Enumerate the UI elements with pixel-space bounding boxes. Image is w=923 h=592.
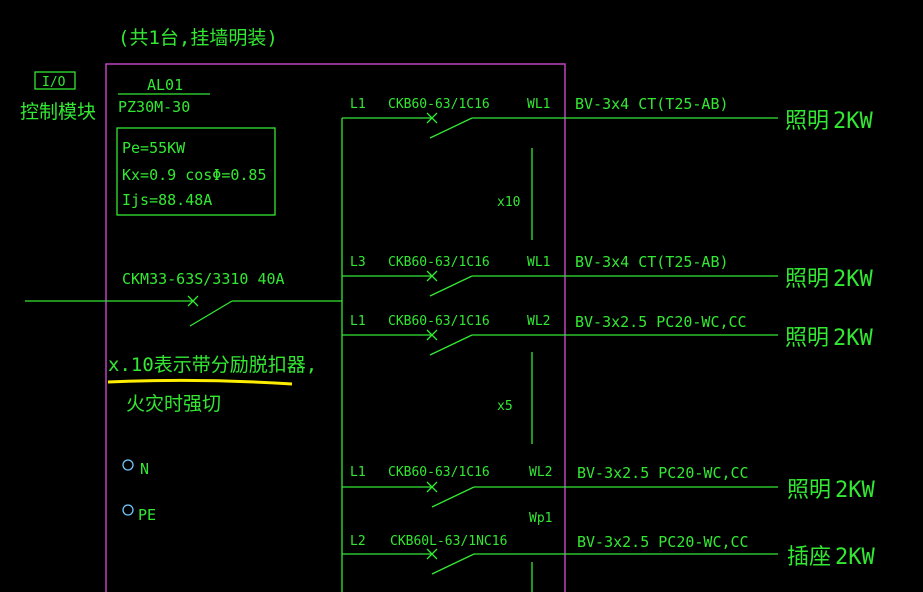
circuit-breaker-model: CKB60-63/1C16	[388, 255, 490, 270]
param-ijs: Ijs=88.48A	[122, 191, 212, 209]
param-pe: Pe=55KW	[122, 139, 186, 157]
terminal-pe-icon	[122, 504, 134, 516]
io-module-box	[34, 71, 76, 90]
breaker-blade	[431, 486, 475, 508]
circuit-id: Wp1	[529, 511, 552, 526]
breaker-cross-icon	[426, 481, 438, 493]
load-type: 照明	[785, 109, 829, 134]
circuit-row: L1 CKB60-63/1C16 WL1 BV-3x4 CT(T25-AB) 照…	[342, 95, 873, 139]
circuit-phase: L1	[350, 465, 366, 480]
circuit-id: WL2	[529, 465, 552, 480]
circuit-breaker-model: CKB60-63/1C16	[388, 97, 490, 112]
breaker-cross-icon	[426, 112, 438, 124]
breaker-cross-icon	[426, 548, 438, 560]
circuit-phase: L2	[350, 534, 366, 549]
panel-id: AL01	[147, 76, 183, 94]
circuit-phase: L1	[350, 314, 366, 329]
circuit-phase: L1	[350, 97, 366, 112]
multiplier-x10: x10	[497, 195, 520, 210]
main-breaker-label: CKM33-63S/3310 40A	[122, 270, 285, 288]
breaker-blade	[429, 275, 473, 297]
circuit-row: L1 CKB60-63/1C16 WL2 BV-3x2.5 PC20-WC,CC…	[342, 464, 875, 508]
main-breaker-blade	[189, 300, 233, 327]
load-power: 2KW	[835, 478, 875, 503]
breaker-cross-icon	[426, 329, 438, 341]
main-breaker-cross	[187, 295, 199, 307]
io-module-label: 控制模块	[20, 101, 96, 123]
circuit-phase: L3	[350, 255, 366, 270]
panel-model: PZ30M-30	[118, 98, 190, 116]
installation-note: (共1台,挂墙明装)	[118, 27, 278, 49]
circuit-cable: BV-3x4 CT(T25-AB)	[575, 253, 729, 271]
io-module-tag: I/O	[42, 75, 66, 90]
load-type: 照明	[785, 326, 829, 351]
terminal-n-label: N	[140, 460, 149, 478]
load-params-box	[116, 127, 276, 216]
circuit-row: L3 CKB60-63/1C16 WL1 BV-3x4 CT(T25-AB) 照…	[342, 253, 873, 297]
terminal-n-icon	[122, 459, 134, 471]
param-kx-cos: Kx=0.9 cosΦ=0.85	[122, 166, 267, 184]
note-highlight-stroke	[107, 378, 293, 386]
load-type: 照明	[785, 267, 829, 292]
breaker-blade	[429, 117, 473, 139]
circuit-cable: BV-3x2.5 PC20-WC,CC	[575, 313, 747, 331]
circuit-id: WL1	[527, 97, 550, 112]
load-power: 2KW	[833, 267, 873, 292]
load-type: 插座	[787, 545, 831, 570]
load-power: 2KW	[833, 109, 873, 134]
breaker-blade	[431, 553, 475, 575]
circuit-row: L1 CKB60-63/1C16 WL2 BV-3x2.5 PC20-WC,CC…	[342, 313, 873, 356]
load-type: 照明	[787, 478, 831, 503]
circuit-cable: BV-3x2.5 PC20-WC,CC	[577, 464, 749, 482]
load-power: 2KW	[835, 545, 875, 570]
circuit-breaker-model: CKB60-63/1C16	[388, 314, 490, 329]
breaker-cross-icon	[426, 270, 438, 282]
circuit-cable: BV-3x4 CT(T25-AB)	[575, 95, 729, 113]
circuit-row: L2 CKB60L-63/1NC16 Wp1 BV-3x2.5 PC20-WC,…	[342, 511, 875, 575]
shunt-trip-note: x.10表示带分励脱扣器,	[108, 354, 317, 376]
distribution-panel-border	[105, 63, 566, 592]
circuit-cable: BV-3x2.5 PC20-WC,CC	[577, 533, 749, 551]
fire-cutoff-note: 火灾时强切	[126, 393, 221, 415]
circuit-id: WL2	[527, 314, 550, 329]
load-power: 2KW	[833, 326, 873, 351]
multiplier-x5: x5	[497, 399, 513, 414]
circuit-id: WL1	[527, 255, 550, 270]
circuit-breaker-model: CKB60L-63/1NC16	[390, 534, 507, 549]
breaker-blade	[429, 334, 473, 356]
terminal-pe-label: PE	[138, 506, 156, 524]
circuit-breaker-model: CKB60-63/1C16	[388, 465, 490, 480]
